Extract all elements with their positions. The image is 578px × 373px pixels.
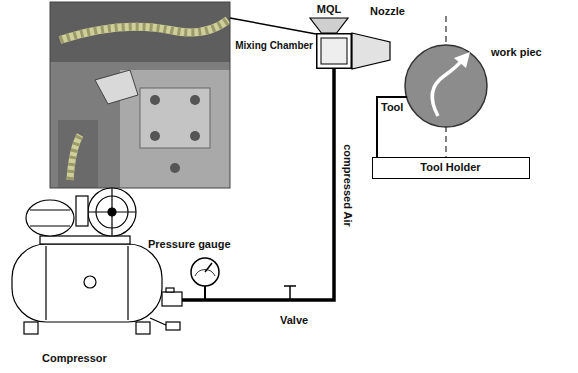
node-label: MQL: [317, 3, 341, 16]
pipe-label: compressed Air: [341, 144, 354, 227]
hopper-outline: [310, 18, 348, 33]
node-label: Tool Holder: [420, 161, 480, 174]
nozzle-outline: [352, 33, 390, 69]
node-label: Tool: [381, 101, 403, 114]
air-line: [182, 69, 334, 300]
valve-symbol: [284, 286, 296, 300]
pressure-gauge: [191, 258, 219, 300]
mixing-chamber: Mixing Chamber: [316, 33, 352, 69]
workpiece-circle: work piec: [404, 44, 488, 128]
node-label: work piec: [491, 46, 542, 59]
node-label: Mixing Chamber: [235, 39, 313, 52]
machine-photo: [50, 2, 230, 188]
tool-holder: Tool Holder: [372, 157, 530, 179]
compressor-label: Compressor: [42, 352, 107, 365]
mql-hopper: MQL: [310, 18, 348, 33]
nozzle: Nozzle: [352, 33, 390, 69]
chamber-outline: [316, 33, 352, 69]
tool: Tool: [376, 96, 407, 157]
valve-label: Valve: [280, 314, 308, 327]
compressor-drawing: [12, 188, 182, 334]
leader-line: [230, 18, 316, 34]
gauge-label: Pressure gauge: [148, 238, 231, 251]
circle-outline: [404, 44, 488, 128]
node-label: Nozzle: [370, 5, 405, 18]
